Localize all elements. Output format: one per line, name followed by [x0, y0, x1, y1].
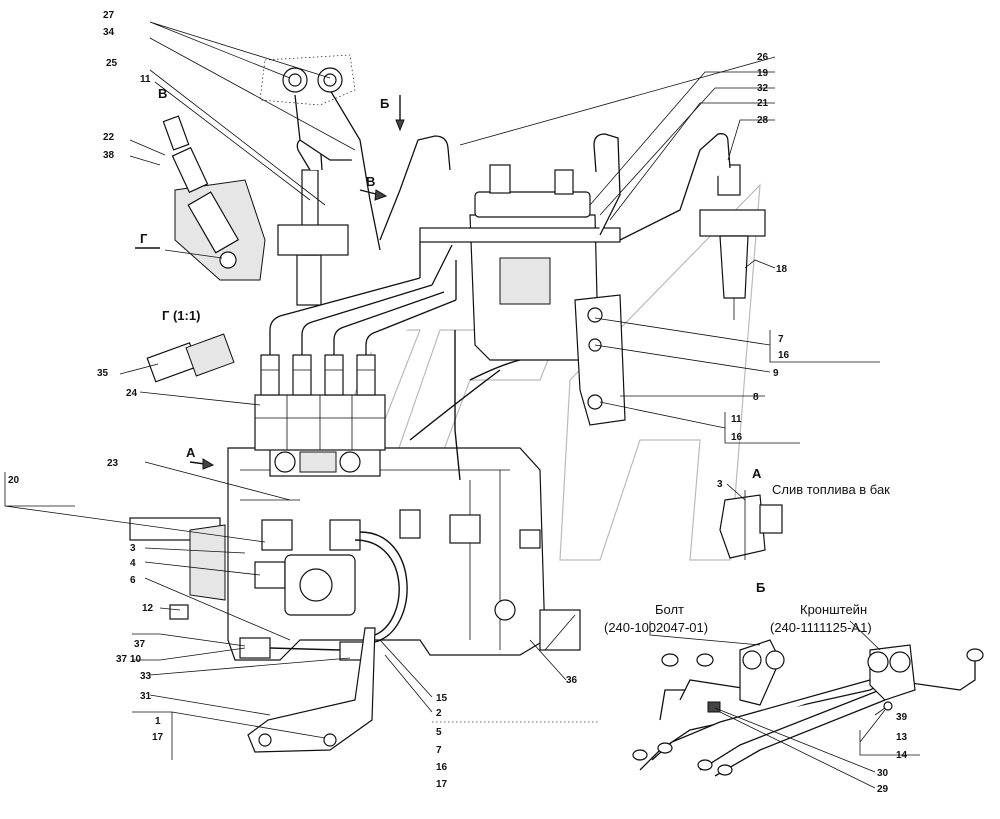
view-v-arrow-label: В: [366, 174, 375, 189]
callout: 14: [896, 750, 908, 761]
callout: 4: [130, 558, 136, 569]
callout: 7: [778, 334, 784, 345]
callout: 11: [731, 414, 742, 425]
bracket-code: (240-1111125-А1): [770, 620, 872, 635]
bracket-caption: Кронштейн: [800, 602, 867, 617]
callout: 2: [436, 708, 442, 719]
view-b-arrow-label: Б: [380, 96, 389, 111]
view-a-arrow-label: А: [186, 445, 196, 460]
bolt-code: (240-1002047-01): [604, 620, 708, 635]
callout: 37: [134, 639, 146, 650]
view-v-detail: [162, 115, 266, 281]
callout: 25: [106, 58, 118, 69]
bolt-caption: Болт: [655, 602, 684, 617]
view-g-detail: [146, 333, 235, 383]
callout: 11: [140, 74, 151, 85]
callout: 5: [436, 727, 442, 738]
callout: 39: [896, 712, 908, 723]
return-fittings: [259, 54, 356, 106]
callout: 18: [776, 264, 788, 275]
callout: 32: [757, 83, 769, 94]
captions: Слив топлива в бак Болт (240-1002047-01)…: [604, 482, 890, 635]
callout: 36: [566, 675, 578, 686]
view-g-scale-label: Г (1:1): [162, 308, 200, 323]
callout: 8: [753, 392, 759, 403]
view-v-label: В: [158, 86, 167, 101]
callout: 17: [152, 732, 164, 743]
callout: 17: [436, 779, 448, 790]
callout: 1: [155, 716, 161, 727]
view-a-detail: [719, 490, 783, 560]
callout: 27: [103, 10, 115, 21]
callout: 24: [126, 388, 138, 399]
callout: 35: [97, 368, 109, 379]
callout: 23: [107, 458, 119, 469]
leader-lines: [4, 21, 920, 789]
callout: 13: [896, 732, 908, 743]
callout: 3: [717, 479, 723, 490]
view-b-label: Б: [756, 580, 765, 595]
callout-numbers: 27 34 25 11 22 38 35 24 23 20 3 4 6 12 3…: [8, 10, 908, 795]
callout: 29: [877, 784, 889, 795]
callout: 33: [140, 671, 152, 682]
drain-caption: Слив топлива в бак: [772, 482, 890, 497]
callout: 7: [436, 745, 442, 756]
callout: 20: [8, 475, 20, 486]
callout: 16: [778, 350, 790, 361]
callout: 38: [103, 150, 115, 161]
callout: 19: [757, 68, 769, 79]
callout: 6: [130, 575, 136, 586]
fuel-pipes: [269, 89, 731, 481]
pump-body: [129, 164, 766, 753]
delivery-valves: [260, 354, 376, 396]
callout: 30: [877, 768, 889, 779]
callout: 16: [731, 432, 743, 443]
callout: 3: [130, 543, 136, 554]
callout: 37 10: [116, 654, 141, 665]
callout: 16: [436, 762, 448, 773]
callout: 22: [103, 132, 115, 143]
callout: 9: [773, 368, 779, 379]
view-a-label: А: [752, 466, 762, 481]
callout: 21: [757, 98, 769, 109]
callout: 34: [103, 27, 115, 38]
callout: 15: [436, 693, 448, 704]
callout: 12: [142, 603, 154, 614]
view-arrows: [135, 95, 405, 470]
view-g-label: Г: [140, 231, 148, 246]
view-labels: В Б В Г Г (1:1) А А Б: [140, 86, 765, 595]
view-b-detail: [632, 639, 984, 777]
callout: 28: [757, 115, 769, 126]
callout: 31: [140, 691, 152, 702]
callout: 26: [757, 52, 769, 63]
